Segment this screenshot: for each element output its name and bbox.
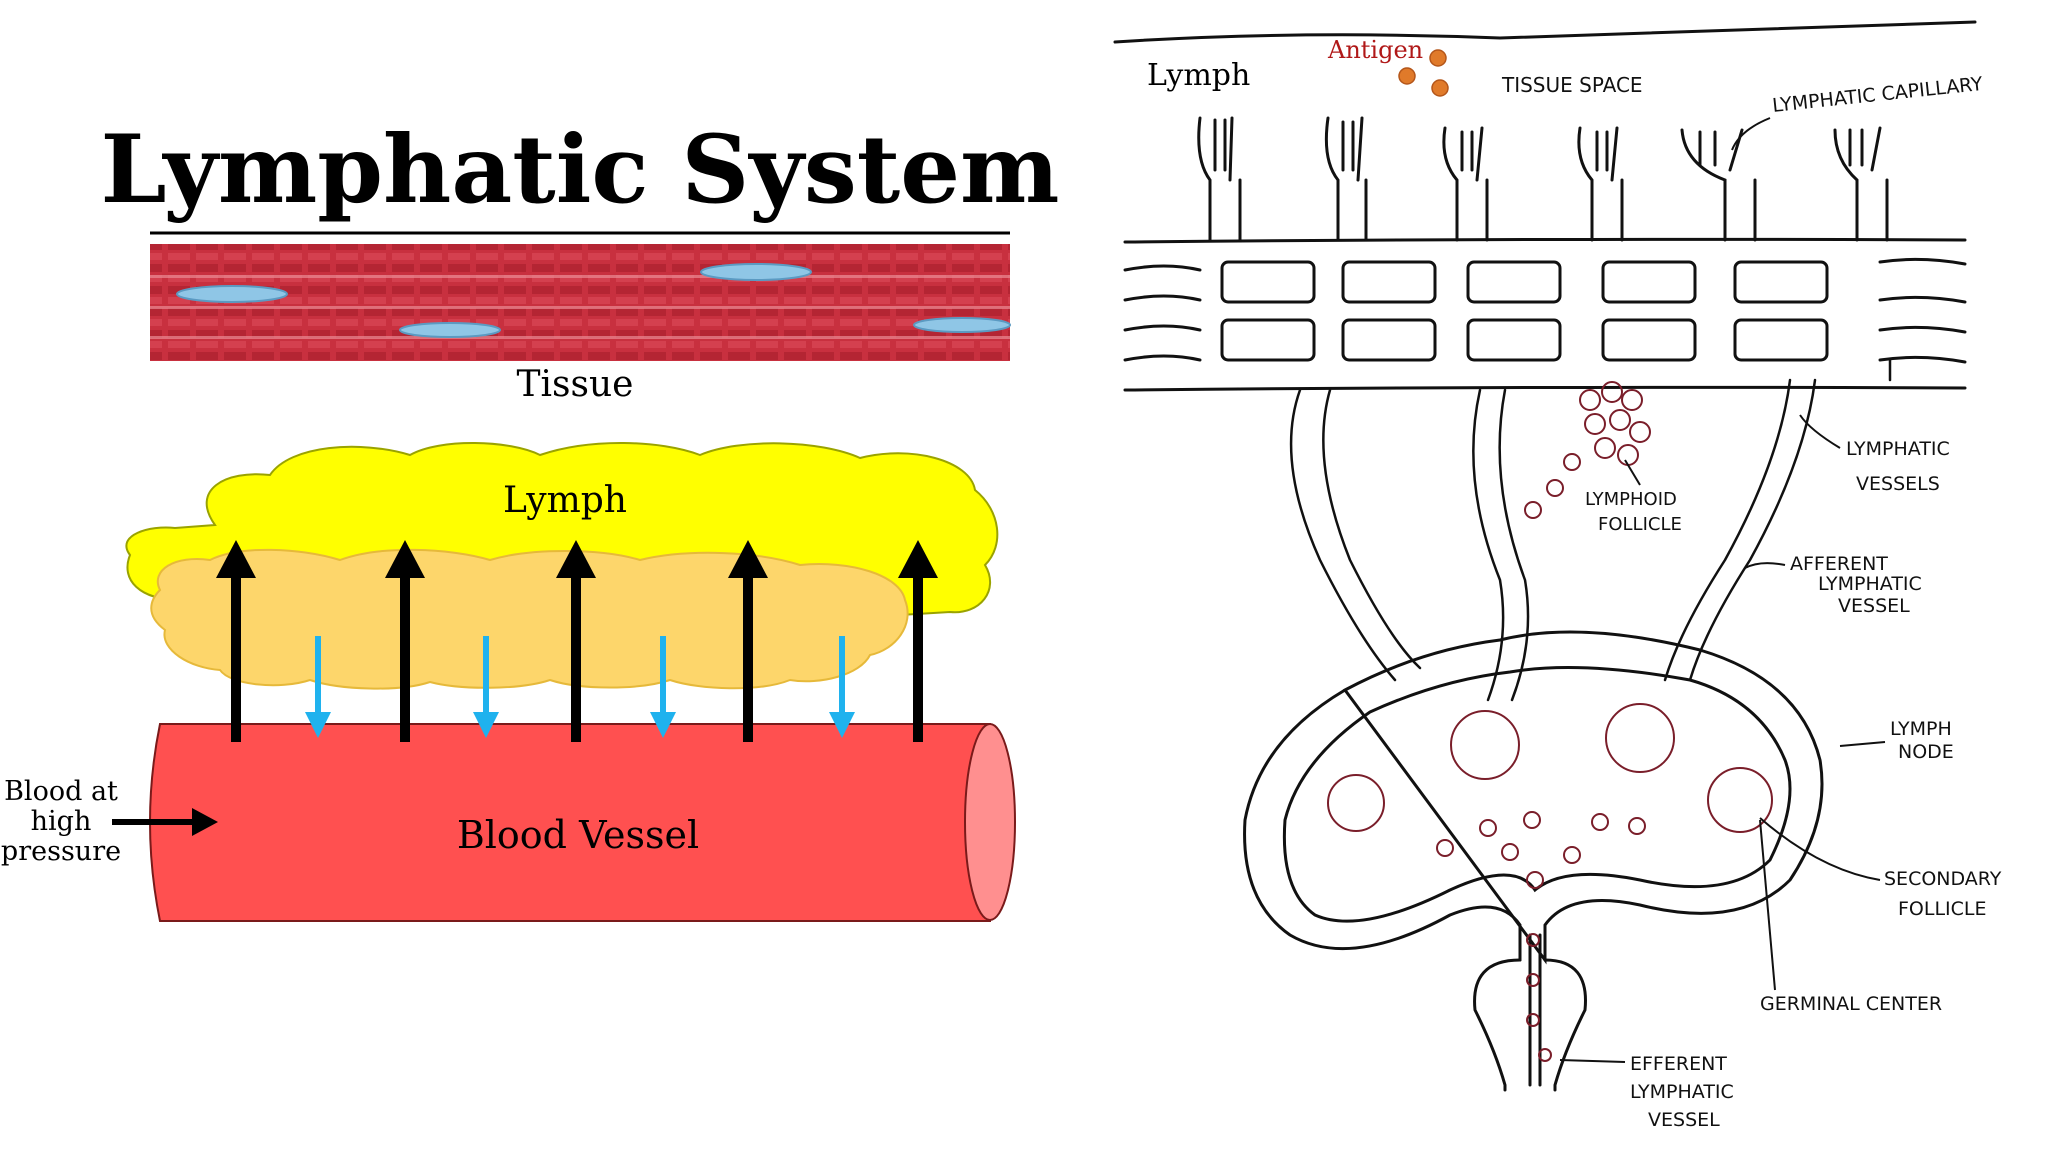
- lymphoid-follicle-label-1: LYMPHOID: [1585, 489, 1677, 510]
- secondary-follicle-label-1: SECONDARY: [1884, 868, 2002, 890]
- node-leader: [1839, 741, 1886, 747]
- follicle-leader: [1624, 459, 1641, 486]
- blood-label-line2: high: [31, 806, 92, 837]
- efferent-leader: [1559, 1059, 1626, 1063]
- follicles: [1327, 703, 1773, 1062]
- lymph-node-label-2: NODE: [1898, 741, 1954, 763]
- antigen-dots: [1398, 49, 1449, 97]
- germinal-leader: [1759, 819, 1776, 991]
- secondary-follicle-label-2: FOLLICLE: [1898, 898, 1987, 920]
- blood-vessel: [149, 723, 1016, 922]
- black-arrowheads: [216, 540, 938, 578]
- afferent-vessels: [1289, 358, 1892, 702]
- right-sketch: [1113, 20, 1977, 1092]
- efferent-label-1: EFFERENT: [1630, 1053, 1727, 1075]
- tissue-label: Tissue: [517, 364, 634, 405]
- black-arrows: [231, 570, 923, 742]
- afferent-label-3: VESSEL: [1838, 595, 1910, 617]
- blood-label-line1: Blood at: [4, 776, 118, 807]
- lymph-cloud-orange: [150, 548, 909, 690]
- lymph-label-right: Lymph: [1147, 58, 1250, 93]
- efferent-label-2: LYMPHATIC: [1630, 1081, 1734, 1103]
- efferent-label-3: VESSEL: [1648, 1109, 1720, 1131]
- lymph-node-outline: [1243, 630, 1824, 965]
- lymphatic-capillaries: [1197, 116, 1889, 242]
- blue-arrowheads: [305, 712, 855, 738]
- lymphoid-follicle-cluster: [1524, 381, 1651, 519]
- page-title: Lymphatic System: [100, 115, 1059, 225]
- blue-arrows: [315, 636, 845, 720]
- blood-arrowhead: [192, 808, 218, 836]
- capillary-leader: [1731, 117, 1771, 151]
- afferent-leader: [1744, 562, 1786, 569]
- lymphatic-capillary-label: LYMPHATIC CAPILLARY: [1771, 73, 1984, 117]
- lymph-node-label-1: LYMPH: [1890, 718, 1952, 740]
- lymphatic-vessels-label-1: LYMPHATIC: [1846, 438, 1950, 460]
- lymph-label-left: Lymph: [503, 480, 627, 521]
- tissue-image: [150, 244, 1011, 361]
- tissue-cells: [1123, 257, 1967, 364]
- blood-label-line3: pressure: [1, 836, 121, 867]
- lymphatic-vessels-label-2: VESSELS: [1856, 473, 1940, 495]
- secondary-leader: [1759, 817, 1881, 881]
- afferent-label-2: LYMPHATIC: [1818, 573, 1922, 595]
- lymphoid-follicle-label-2: FOLLICLE: [1598, 514, 1682, 535]
- efferent-vessel: [1473, 958, 1587, 1092]
- blood-vessel-label: Blood Vessel: [457, 813, 699, 857]
- afferent-label-1: AFFERENT: [1790, 553, 1888, 575]
- vessels-leader: [1799, 414, 1841, 449]
- tissue-space-label: TISSUE SPACE: [1501, 73, 1643, 97]
- germinal-center-label: GERMINAL CENTER: [1760, 993, 1942, 1015]
- antigen-label: Antigen: [1327, 36, 1423, 64]
